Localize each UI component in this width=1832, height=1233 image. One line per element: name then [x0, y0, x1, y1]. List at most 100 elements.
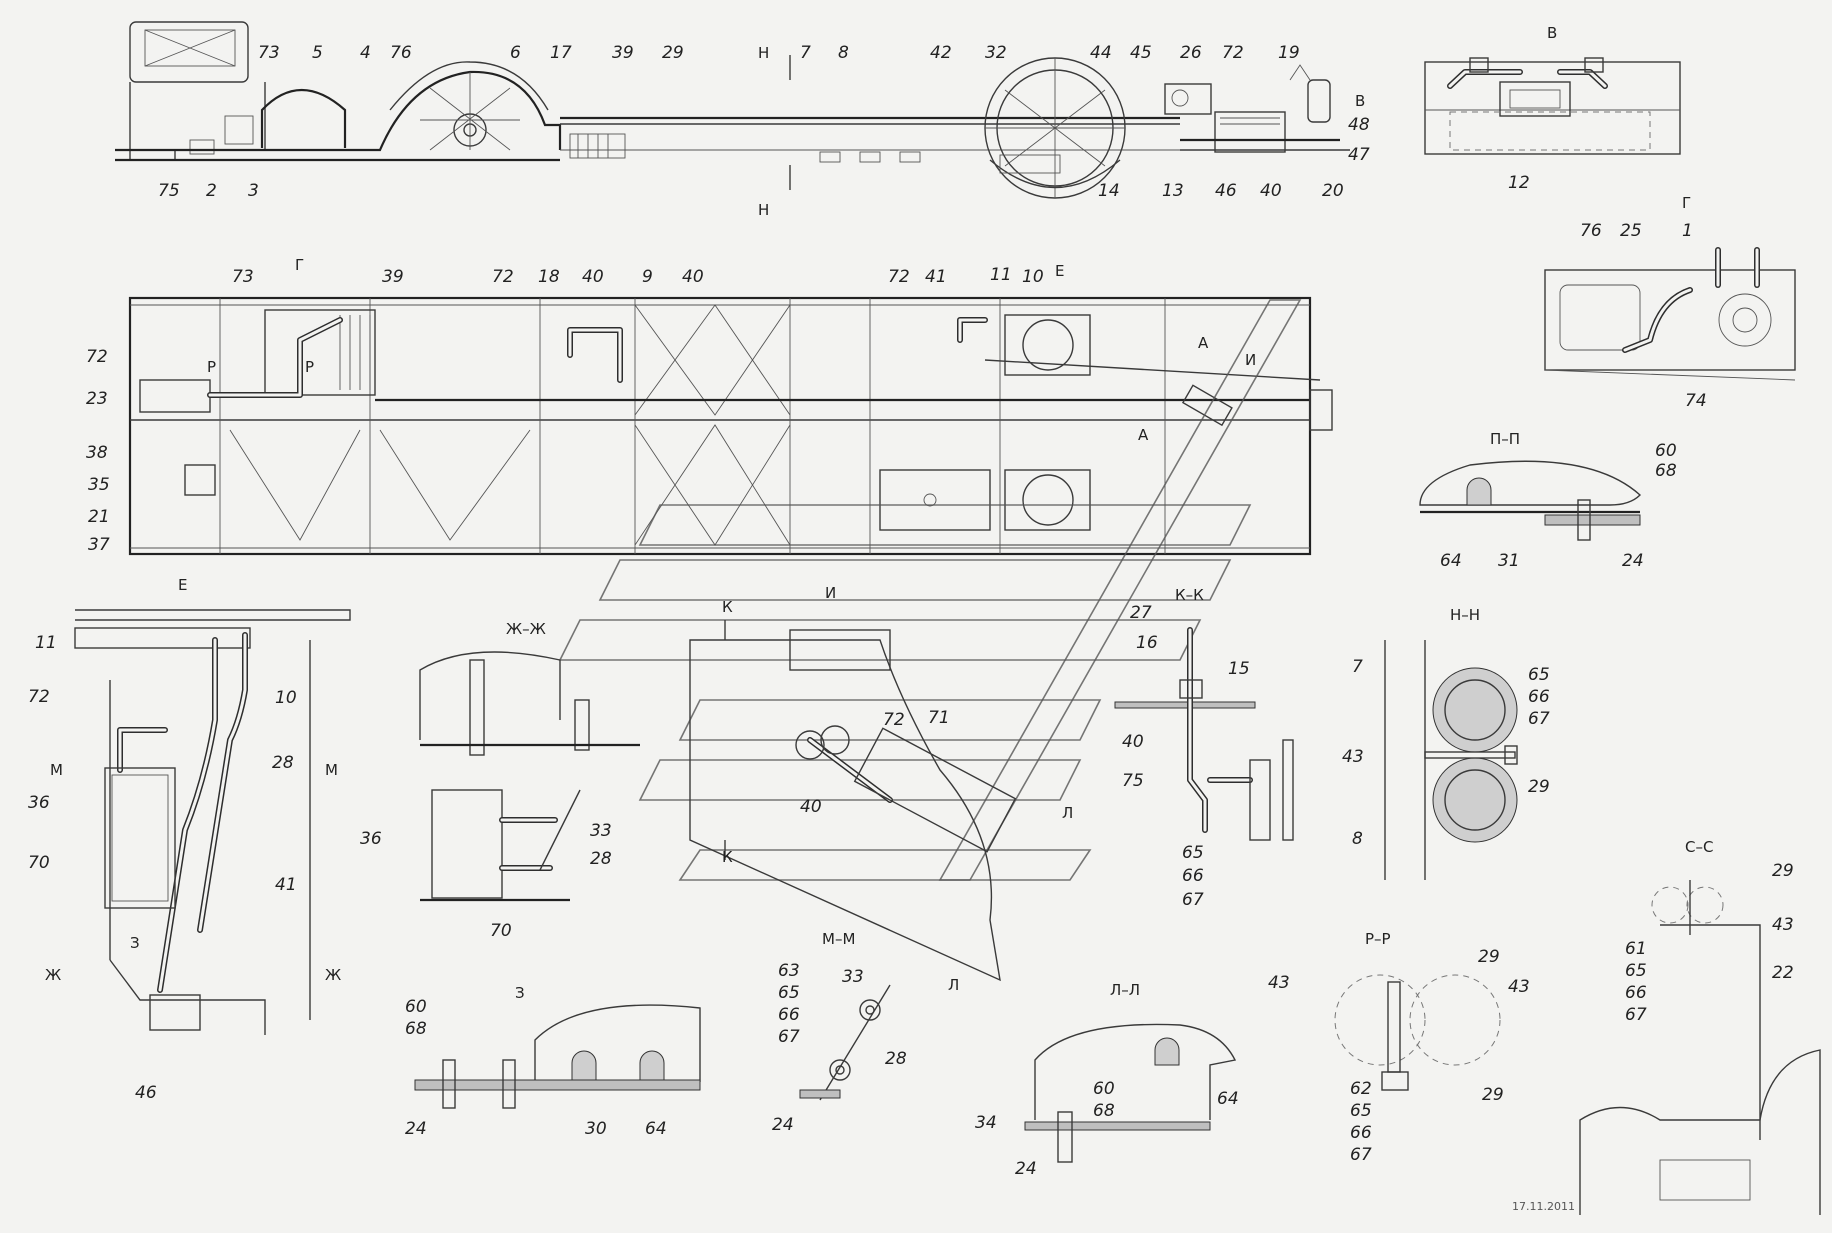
- section-mark: К: [722, 848, 733, 866]
- callout-label: 65: [778, 983, 800, 1003]
- section-mark: Н: [758, 201, 769, 219]
- callout-label: 40: [682, 267, 704, 287]
- callout-label: 72: [492, 267, 514, 287]
- callout-label: 28: [885, 1049, 907, 1069]
- view-title: В: [1547, 24, 1557, 42]
- callout-label: 9: [642, 267, 653, 287]
- section-SS: [1579, 880, 1821, 1215]
- callout-label: 5: [312, 43, 323, 63]
- section-Z: [414, 1004, 701, 1109]
- callout-label: 29: [1528, 777, 1550, 797]
- callout-label: 42: [930, 43, 952, 63]
- view-title: Ж–Ж: [506, 620, 546, 638]
- section-mark: М: [325, 761, 338, 779]
- callout-label: 18: [538, 267, 560, 287]
- callout-label: 24: [772, 1115, 794, 1135]
- callout-label: 62: [1350, 1079, 1372, 1099]
- callout-label: 37: [88, 535, 110, 555]
- callout-label: 76: [390, 43, 412, 63]
- view-title: Л–Л: [1110, 981, 1140, 999]
- callout-label: 66: [1182, 866, 1204, 886]
- callout-label: 14: [1098, 181, 1120, 201]
- callout-label: 13: [1162, 181, 1184, 201]
- callout-label: 7: [800, 43, 811, 63]
- callout-label: 68: [1655, 461, 1677, 481]
- callout-label: 31: [1498, 551, 1520, 571]
- view-title: Е: [178, 576, 187, 594]
- section-mark: Р: [207, 358, 216, 376]
- callout-label: 2: [206, 181, 217, 201]
- callout-label: 3: [248, 181, 259, 201]
- watermark-logo: [558, 299, 1302, 881]
- section-mark: Н: [758, 44, 769, 62]
- section-KK: [1114, 627, 1294, 841]
- callout-label: 72: [28, 687, 50, 707]
- callout-label: 67: [1625, 1005, 1647, 1025]
- callout-label: 71: [928, 708, 950, 728]
- section-mark: З: [130, 934, 140, 952]
- callout-label: 1: [1682, 221, 1693, 241]
- section-MM: [799, 984, 891, 1101]
- callout-label: 67: [1350, 1145, 1372, 1165]
- callout-label: 28: [590, 849, 612, 869]
- view-G: [1544, 247, 1796, 381]
- callout-label: 43: [1268, 973, 1290, 993]
- view-E: [74, 609, 351, 1035]
- callout-label: 65: [1625, 961, 1647, 981]
- section-mark: Л: [1062, 804, 1073, 822]
- callout-label: 60: [1093, 1079, 1115, 1099]
- callout-label: 8: [838, 43, 849, 63]
- callout-label: 46: [135, 1083, 157, 1103]
- callout-label: 43: [1772, 915, 1794, 935]
- callout-label: 16: [1136, 633, 1158, 653]
- section-mark: Ж: [325, 966, 341, 984]
- callout-label: 33: [842, 967, 864, 987]
- callout-label: 64: [645, 1119, 667, 1139]
- section-mark: М: [50, 761, 63, 779]
- section-mark: И: [1245, 351, 1256, 369]
- view-title: Р–Р: [1365, 930, 1391, 948]
- callout-label: 66: [1528, 687, 1550, 707]
- section-mark: К: [722, 598, 733, 616]
- callout-label: 68: [1093, 1101, 1115, 1121]
- callout-label: 29: [1482, 1085, 1504, 1105]
- callout-label: 6: [510, 43, 521, 63]
- callout-label: 63: [778, 961, 800, 981]
- callout-label: 28: [272, 753, 294, 773]
- callout-label: 65: [1528, 665, 1550, 685]
- callout-label: 68: [405, 1019, 427, 1039]
- view-title: М–М: [822, 930, 855, 948]
- callout-label: 23: [86, 389, 108, 409]
- plan-view: [128, 296, 1333, 556]
- view-title: Г: [1682, 194, 1691, 212]
- section-mark: Л: [948, 976, 959, 994]
- callout-label: 36: [360, 829, 382, 849]
- callout-label: 4: [360, 43, 371, 63]
- callout-label: 11: [35, 633, 57, 653]
- section-mark: Р: [305, 358, 314, 376]
- callout-label: 66: [1625, 983, 1647, 1003]
- section-RR: [1334, 974, 1501, 1091]
- view-title: Е: [1055, 262, 1064, 280]
- callout-label: 39: [382, 267, 404, 287]
- callout-label: 10: [1022, 267, 1044, 287]
- callout-label: 43: [1342, 747, 1364, 767]
- callout-label: 72: [883, 710, 905, 730]
- callout-label: 12: [1508, 173, 1530, 193]
- callout-label: 43: [1508, 977, 1530, 997]
- callout-label: 33: [590, 821, 612, 841]
- view-marker: В: [1355, 92, 1365, 110]
- callout-label: 73: [258, 43, 280, 63]
- view-title: З: [515, 984, 525, 1002]
- callout-label: 19: [1278, 43, 1300, 63]
- callout-label: 72: [86, 347, 108, 367]
- callout-label: 75: [158, 181, 180, 201]
- callout-label: 39: [612, 43, 634, 63]
- callout-label: 34: [975, 1113, 997, 1133]
- section-ZhZh: [419, 651, 640, 902]
- callout-label: 73: [232, 267, 254, 287]
- section-NN: [1384, 640, 1518, 880]
- callout-label: 35: [88, 475, 110, 495]
- callout-label: 15: [1228, 659, 1250, 679]
